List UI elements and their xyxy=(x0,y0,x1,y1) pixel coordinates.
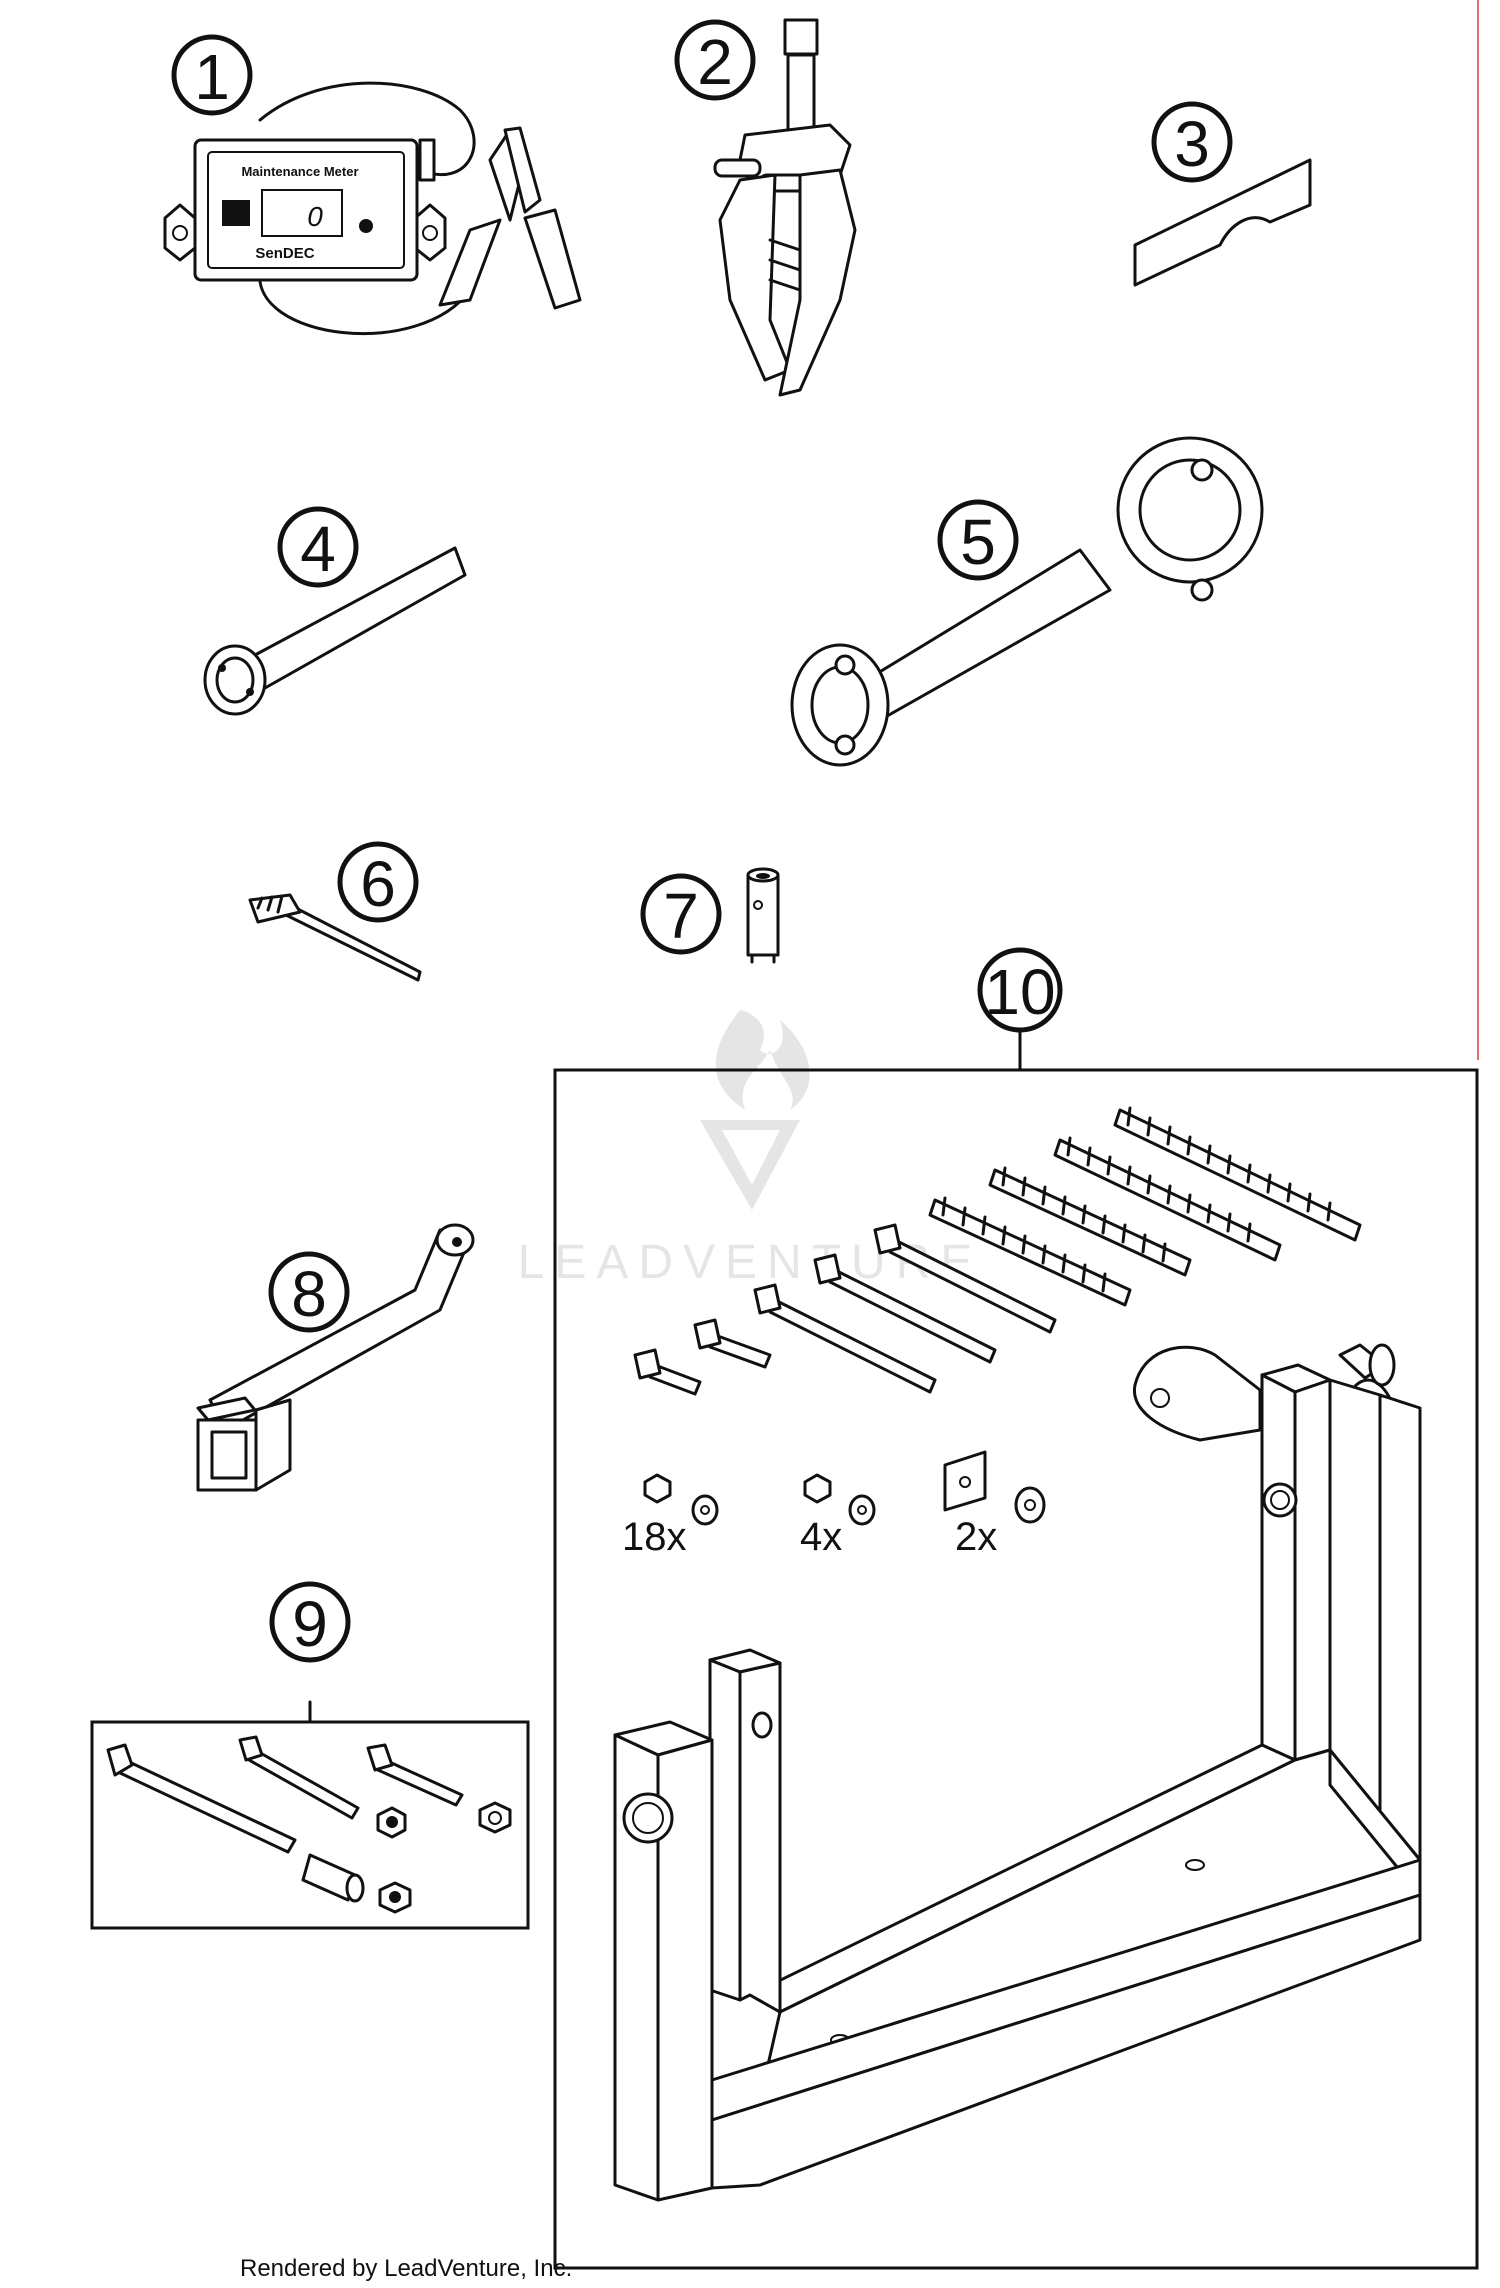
part-bearing-puller xyxy=(713,18,857,397)
puller-screw-head xyxy=(783,18,819,56)
callout-6: 6 xyxy=(337,841,419,923)
meter-readout: 0 xyxy=(307,201,323,232)
callout-7: 7 xyxy=(640,873,722,955)
puller-arm-right xyxy=(778,168,857,397)
callout-number: 5 xyxy=(960,506,996,578)
callout-8: 8 xyxy=(268,1251,350,1333)
puller-arm-left xyxy=(718,173,792,382)
sleeve-body xyxy=(746,873,780,957)
part-sleeve xyxy=(746,867,780,964)
credit-text: Rendered by LeadVenture, Inc. xyxy=(240,2255,572,2282)
meter-brand-top: Maintenance Meter xyxy=(241,164,358,179)
v-logo-icon xyxy=(700,1120,800,1210)
callout-10: 10 xyxy=(977,947,1063,1033)
stand-bolts xyxy=(633,1223,1057,1396)
clip-handle-1 xyxy=(438,218,502,307)
part-pin-tool xyxy=(248,893,422,982)
callout-1: 1 xyxy=(171,34,253,116)
clip-handle-2 xyxy=(523,208,582,310)
qty-small-nuts: 4x xyxy=(800,1515,842,1559)
mount-bracket xyxy=(1132,1345,1262,1442)
engine-stand-box xyxy=(553,1068,1479,2270)
puller-screw xyxy=(786,53,816,137)
part-feeler-plate xyxy=(1133,158,1312,287)
part-engine-stand: 18x 4x 2x xyxy=(553,1028,1479,2270)
callout-5: 5 xyxy=(937,499,1019,581)
mount-tab-right xyxy=(413,203,447,262)
stand-hardware: 18x 4x 2x xyxy=(622,1450,1046,1559)
feeler-plate xyxy=(1133,158,1312,287)
callout-number: 7 xyxy=(663,880,699,952)
threaded-rods xyxy=(928,1106,1362,1307)
part-bolt-kit xyxy=(90,1700,530,1930)
callout-number: 1 xyxy=(194,41,230,113)
callout-number: 2 xyxy=(697,26,733,98)
callout-9: 9 xyxy=(269,1581,351,1663)
lever-arm xyxy=(208,1228,472,1432)
part-hook-wrench xyxy=(790,436,1264,767)
callout-number: 4 xyxy=(300,513,336,585)
callout-number: 10 xyxy=(984,956,1055,1028)
callout-number: 9 xyxy=(292,1588,328,1660)
bolt-kit-box xyxy=(90,1720,530,1930)
qty-square-washers: 2x xyxy=(955,1515,997,1559)
part-maintenance-meter: Maintenance Meter 0 SenDEC xyxy=(163,81,582,336)
pin-tool-teeth xyxy=(248,893,302,924)
part-square-socket-lever xyxy=(196,1223,475,1492)
meter-cable-lower xyxy=(258,268,472,336)
meter-button-icon xyxy=(359,219,373,233)
callout-3: 3 xyxy=(1151,101,1233,183)
callout-2: 2 xyxy=(674,19,756,101)
callout-4: 4 xyxy=(277,506,359,588)
callout-number: 6 xyxy=(360,848,396,920)
bolt-kit-spacer xyxy=(301,1853,357,1902)
mount-tab-left xyxy=(163,203,197,262)
flame-logo-icon xyxy=(715,1010,810,1110)
pin-tool-shaft xyxy=(284,903,422,982)
watermark: LEADVENTURE xyxy=(518,1010,972,1289)
meter-body xyxy=(193,138,419,282)
meter-brand-bottom: SenDEC xyxy=(255,245,314,262)
part-pin-wrench xyxy=(203,546,467,716)
callout-number: 3 xyxy=(1174,108,1210,180)
stand-frame xyxy=(613,1343,1422,2202)
square-washer xyxy=(943,1450,987,1512)
callout-number: 8 xyxy=(291,1258,327,1330)
qty-nuts-washers: 18x xyxy=(622,1515,687,1559)
meter-cable xyxy=(258,81,476,177)
